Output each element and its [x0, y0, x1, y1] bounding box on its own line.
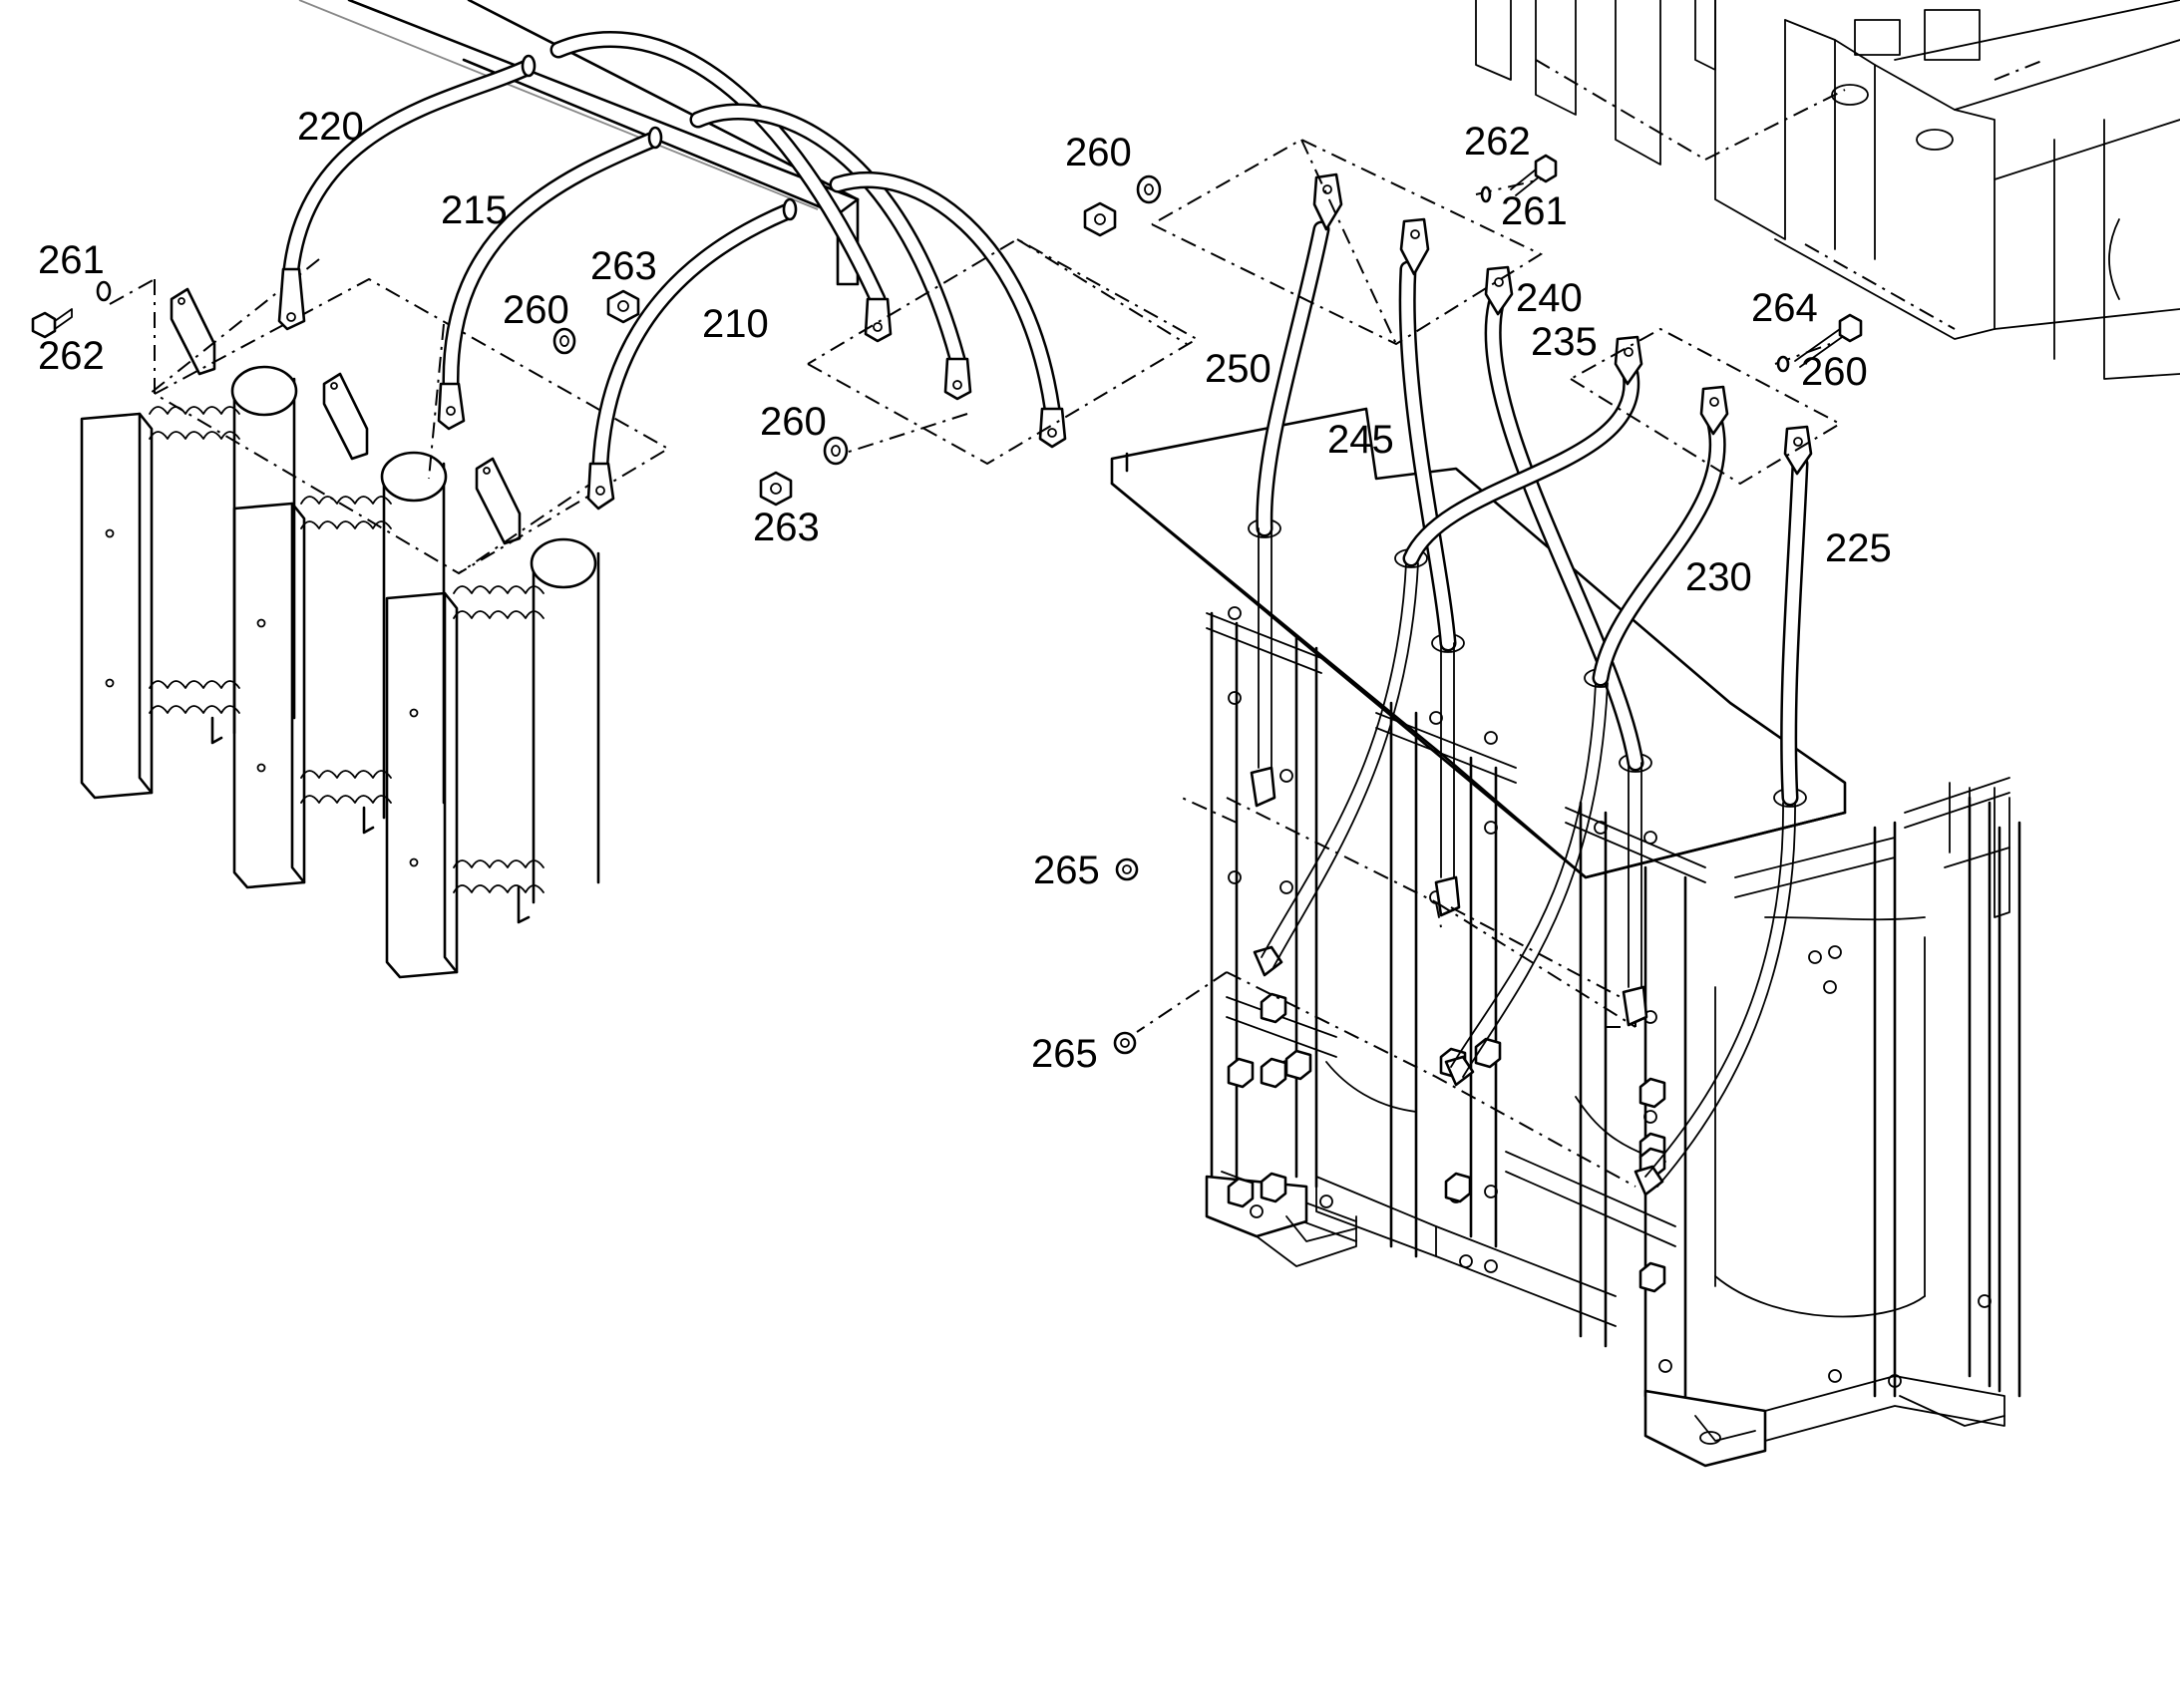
transformer-right — [1110, 407, 2021, 1468]
callout-230: 230 — [1685, 555, 1752, 599]
stud-nuts — [1227, 992, 1666, 1293]
callout-220: 220 — [297, 105, 364, 149]
callout-260: 260 — [503, 288, 569, 332]
callout-265: 265 — [1031, 1032, 1098, 1076]
callout-235: 235 — [1531, 320, 1598, 364]
callout-264: 264 — [1751, 286, 1818, 330]
left-switch-assembly — [80, 287, 600, 979]
callout-245: 245 — [1327, 418, 1394, 462]
callout-261: 261 — [1501, 189, 1568, 233]
callout-240: 240 — [1516, 276, 1583, 320]
dash-lines-right — [1136, 138, 1843, 1188]
callout-262: 262 — [1464, 120, 1531, 164]
callout-260: 260 — [760, 400, 827, 444]
callout-263: 263 — [753, 506, 820, 549]
callout-labels: 220 215 210 261 262 260 263 260 260 263 … — [38, 105, 1892, 1076]
callout-262: 262 — [38, 334, 105, 378]
callout-261: 261 — [38, 238, 105, 282]
callout-210: 210 — [702, 302, 769, 346]
callout-260: 260 — [1065, 131, 1132, 174]
hardware — [31, 154, 1863, 1055]
arch-cables — [549, 30, 1067, 449]
callout-215: 215 — [441, 188, 508, 232]
dash-lines-mid — [807, 237, 1200, 466]
callout-250: 250 — [1205, 347, 1272, 391]
lower-lugs — [1250, 766, 1664, 1196]
callout-263: 263 — [590, 244, 657, 288]
cables-left — [277, 54, 798, 511]
callout-260: 260 — [1801, 350, 1868, 394]
cables-right — [1256, 172, 1813, 1188]
callout-225: 225 — [1825, 526, 1892, 570]
callout-265: 265 — [1033, 849, 1100, 892]
cabinet-top-right — [1475, 0, 2180, 380]
